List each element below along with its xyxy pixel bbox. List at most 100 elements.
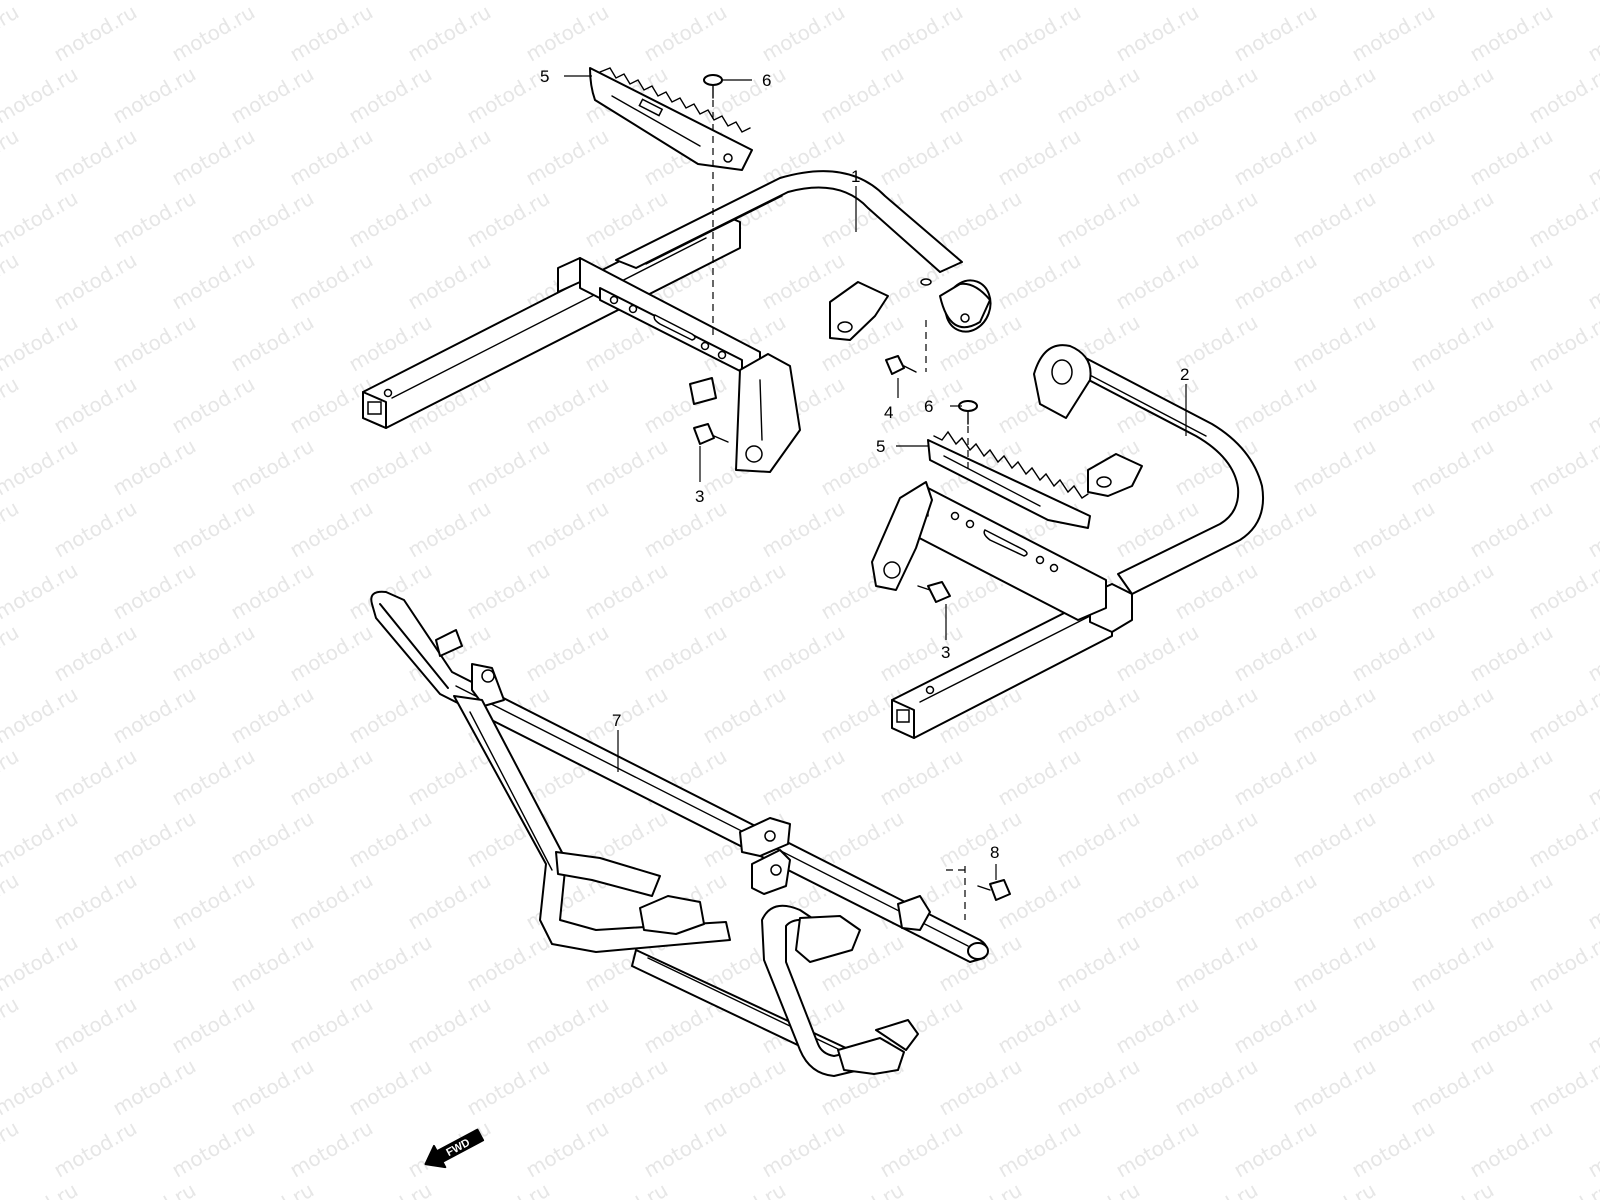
bolt-4	[885, 355, 917, 375]
part-2-right-footrest-bar	[871, 344, 1264, 739]
watermark-text: motod.ru	[1171, 62, 1262, 129]
watermark-text: motod.ru	[1407, 682, 1498, 749]
callout-6-upper: 6	[762, 71, 771, 90]
watermark-text: motod.ru	[817, 434, 908, 501]
watermark-text: motod.ru	[522, 992, 613, 1059]
watermark-text: motod.ru	[1053, 682, 1144, 749]
watermark-text: motod.ru	[0, 1054, 82, 1121]
watermark-text: motod.ru	[50, 744, 141, 811]
watermark-text: motod.ru	[227, 434, 318, 501]
watermark-text: motod.ru	[522, 0, 613, 66]
watermark-text: motod.ru	[1230, 992, 1321, 1059]
watermark-text: motod.ru	[1348, 992, 1439, 1059]
watermark-text: motod.ru	[1584, 744, 1600, 811]
watermark-text: motod.ru	[1525, 1054, 1600, 1121]
watermark-text: motod.ru	[1053, 186, 1144, 253]
watermark-text: motod.ru	[1525, 930, 1600, 997]
watermark-text: motod.ru	[758, 744, 849, 811]
bolt-3-upper	[693, 423, 729, 445]
watermark-text: motod.ru	[1466, 248, 1557, 315]
watermark-text: motod.ru	[345, 1178, 436, 1200]
watermark-text: motod.ru	[876, 124, 967, 191]
watermark-text: motod.ru	[109, 310, 200, 377]
watermark-text: motod.ru	[1525, 434, 1600, 501]
watermark-text: motod.ru	[758, 620, 849, 687]
callout-3-upper: 3	[695, 487, 704, 506]
watermark-text: motod.ru	[404, 992, 495, 1059]
watermark-text: motod.ru	[1289, 930, 1380, 997]
watermark-text: motod.ru	[1525, 806, 1600, 873]
watermark-text: motod.ru	[1348, 496, 1439, 563]
watermark-text: motod.ru	[1525, 682, 1600, 749]
watermark-text: motod.ru	[1171, 930, 1262, 997]
watermark-text: motod.ru	[168, 1116, 259, 1183]
watermark-text: motod.ru	[1466, 744, 1557, 811]
watermark-text: motod.ru	[1348, 620, 1439, 687]
watermark-text: motod.ru	[1407, 310, 1498, 377]
watermark-text: motod.ru	[699, 1054, 790, 1121]
watermark-text: motod.ru	[1466, 496, 1557, 563]
watermark-text: motod.ru	[1171, 1054, 1262, 1121]
watermark-text: motod.ru	[640, 372, 731, 439]
watermark-text: motod.ru	[1112, 1116, 1203, 1183]
watermark-text: motod.ru	[109, 930, 200, 997]
watermark-text: motod.ru	[935, 1178, 1026, 1200]
watermark-text: motod.ru	[50, 868, 141, 935]
watermark-text: motod.ru	[1230, 868, 1321, 935]
assembly-lines	[712, 100, 969, 920]
watermark-text: motod.ru	[1466, 620, 1557, 687]
callout-1: 1	[851, 167, 860, 186]
watermark-text: motod.ru	[876, 0, 967, 66]
watermark-text: motod.ru	[0, 992, 23, 1059]
watermark-text: motod.ru	[1407, 558, 1498, 625]
watermark-text: motod.ru	[0, 558, 82, 625]
watermark-text: motod.ru	[0, 62, 82, 129]
watermark-text: motod.ru	[640, 496, 731, 563]
watermark-text: motod.ru	[0, 620, 23, 687]
callout-8: 8	[990, 843, 999, 862]
watermark-text: motod.ru	[345, 930, 436, 997]
watermark-text: motod.ru	[1584, 496, 1600, 563]
watermark-text: motod.ru	[227, 310, 318, 377]
callout-6-lower: 6	[924, 397, 933, 416]
watermark-text: motod.ru	[168, 868, 259, 935]
watermark-text: motod.ru	[817, 62, 908, 129]
watermark-text: motod.ru	[286, 0, 377, 66]
watermark-text: motod.ru	[522, 496, 613, 563]
watermark-text: motod.ru	[1289, 682, 1380, 749]
watermark-text: motod.ru	[227, 62, 318, 129]
watermark-text: motod.ru	[168, 124, 259, 191]
watermark-text: motod.ru	[1466, 124, 1557, 191]
watermark-text: motod.ru	[0, 434, 82, 501]
watermark-text: motod.ru	[1171, 682, 1262, 749]
watermark-text: motod.ru	[876, 744, 967, 811]
callouts: 1 2 3 3 4 5 5 6 6 7 8	[540, 67, 1189, 862]
watermark-text: motod.ru	[758, 496, 849, 563]
watermark-text: motod.ru	[345, 434, 436, 501]
watermark-text: motod.ru	[1407, 806, 1498, 873]
watermark-text: motod.ru	[758, 0, 849, 66]
watermark-text: motod.ru	[1230, 372, 1321, 439]
watermark-text: motod.ru	[1584, 248, 1600, 315]
watermark-text: motod.ru	[168, 0, 259, 66]
watermark-text: motod.ru	[109, 682, 200, 749]
watermark-text: motod.ru	[1053, 806, 1144, 873]
watermark-text: motod.ru	[109, 186, 200, 253]
watermark-text: motod.ru	[0, 496, 23, 563]
watermark-text: motod.ru	[345, 1054, 436, 1121]
watermark-text: motod.ru	[404, 0, 495, 66]
watermark-text: motod.ru	[168, 248, 259, 315]
watermark-text: motod.ru	[286, 620, 377, 687]
watermark-text: motod.ru	[817, 1178, 908, 1200]
watermark-text: motod.ru	[581, 1054, 672, 1121]
watermark-text: motod.ru	[1466, 1116, 1557, 1183]
watermark-text: motod.ru	[1348, 0, 1439, 66]
watermark-text: motod.ru	[109, 434, 200, 501]
watermark-text: motod.ru	[0, 372, 23, 439]
watermark-text: motod.ru	[1230, 744, 1321, 811]
watermark-text: motod.ru	[0, 248, 23, 315]
watermark-text: motod.ru	[1112, 0, 1203, 66]
watermark-text: motod.ru	[1407, 434, 1498, 501]
watermark-text: motod.ru	[1407, 1054, 1498, 1121]
watermark-text: motod.ru	[50, 248, 141, 315]
